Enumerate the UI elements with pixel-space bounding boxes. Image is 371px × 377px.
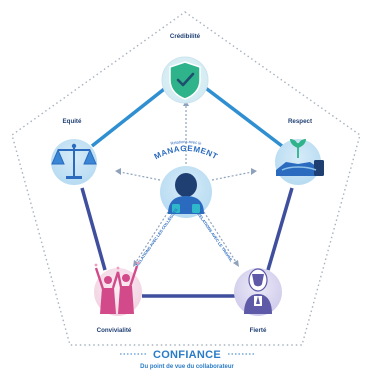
node-equite: Equité [51, 118, 97, 185]
arrowhead-right [251, 168, 257, 175]
trophy-person-icon [244, 268, 272, 314]
arrowhead-left [115, 168, 121, 175]
node-convivialite: Convivialité [94, 261, 142, 334]
arrowhead-bottomright [233, 260, 239, 267]
node-label-bottom-right: Fierté [250, 327, 267, 334]
link-top-right [201, 84, 284, 148]
footer-title: CONFIANCE [153, 349, 221, 361]
node-respect: Respect [275, 118, 324, 185]
hands-plant-icon [276, 139, 324, 176]
arrow-center-left [119, 171, 161, 181]
node-label-top: Crédibilité [170, 33, 201, 40]
shield-check-icon [169, 61, 201, 100]
node-fierte: Fierté [234, 268, 282, 334]
arrow-label-travail: RELATIONS AVEC LE TRAVAIL [196, 212, 234, 263]
link-left-bottomleft [80, 187, 107, 271]
arrow-label-collegues: RELATIONS AVEC LES COLLÈGUES [135, 207, 179, 267]
link-top-left [90, 84, 170, 148]
node-label-bottom-left: Convivialité [97, 327, 132, 334]
node-label-left: Equité [63, 118, 82, 125]
footer-subtitle: Du point de vue du collaborateur [140, 364, 234, 370]
link-right-bottomright [266, 187, 294, 271]
node-management: Relations avec le MANAGEMENT [153, 139, 219, 218]
manager-headset-icon [168, 173, 204, 214]
arrow-center-bottomright [203, 211, 237, 263]
node-label-right: Respect [288, 118, 312, 125]
balance-scale-icon [51, 143, 97, 179]
arrowhead-bottomleft [133, 260, 139, 267]
center-small-label: Relations avec le [170, 139, 203, 146]
arrow-center-bottomleft [135, 211, 169, 263]
celebrating-people-icon [94, 261, 140, 314]
node-credibilite: Crédibilité [161, 33, 209, 104]
arrow-center-right [211, 171, 253, 181]
